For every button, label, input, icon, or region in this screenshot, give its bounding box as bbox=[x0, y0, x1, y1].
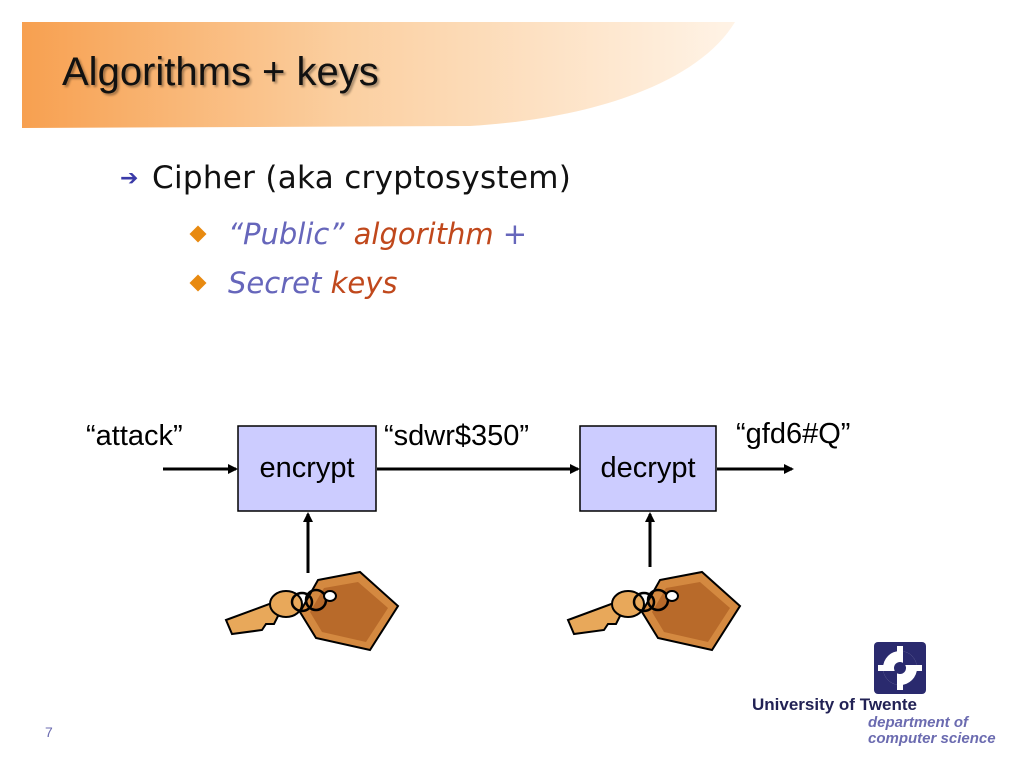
decrypt-box bbox=[579, 425, 717, 512]
department-line2: computer science bbox=[868, 730, 996, 747]
bullet-algorithm-text: algorithm bbox=[353, 217, 494, 251]
bullet-secret-keys: Secret keys bbox=[188, 266, 397, 300]
arrow-bullet-icon: ➔ bbox=[120, 165, 139, 191]
page-title: Algorithms + keys bbox=[62, 50, 379, 94]
decrypt-label: decrypt bbox=[600, 452, 696, 484]
ciphertext-label: “sdwr$350” bbox=[384, 420, 530, 452]
plaintext-label: “attack” bbox=[86, 420, 183, 452]
bullet-plus-text: + bbox=[502, 217, 528, 251]
page-number: 7 bbox=[45, 724, 53, 740]
bullet-public-algorithm: “Public” algorithm + bbox=[188, 217, 527, 251]
bullet-level1-text: Cipher (aka cryptosystem) bbox=[152, 160, 572, 196]
title-banner bbox=[22, 22, 735, 128]
encrypt-box bbox=[237, 425, 377, 512]
bullet-keys-text: keys bbox=[330, 266, 398, 300]
key-ring-icon bbox=[224, 570, 400, 652]
encrypt-label: encrypt bbox=[259, 452, 355, 484]
key-ring-icon bbox=[566, 570, 742, 652]
university-name: University of Twente bbox=[752, 695, 917, 714]
bullet-public-text: “Public” bbox=[228, 217, 345, 251]
bullet-secret-text: Secret bbox=[228, 266, 322, 300]
department-line1: department of bbox=[868, 714, 969, 731]
bullet-level1: ➔ Cipher (aka cryptosystem) bbox=[120, 160, 571, 196]
university-logo-icon bbox=[874, 642, 926, 694]
output-label: “gfd6#Q” bbox=[736, 418, 851, 450]
